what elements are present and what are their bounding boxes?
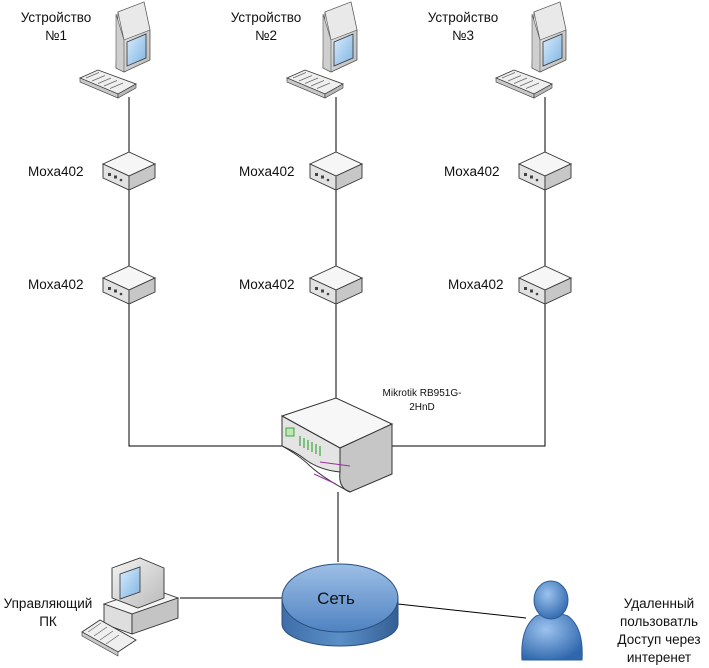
moxa-row-1: Moxa402 Moxa402 Moxa402 [28,151,572,191]
device-1-label-line1: Устройство [21,10,92,25]
remote-user-label-line1: Удаленный [624,596,694,611]
moxa-converter-icon [518,265,572,305]
moxa-label: Moxa402 [239,277,295,292]
control-pc-label-line1: Управляющий [4,596,93,611]
link-network-user [397,603,527,619]
device-2-label-line2: №2 [255,28,277,43]
remote-user-label-line3: Доступ через [617,632,700,647]
remote-user-label-line2: пользоватль [620,614,698,629]
network-cloud-icon [281,563,399,647]
device-3: Устройство №3 [428,1,567,99]
control-pc: Управляющий ПК [4,557,180,657]
moxa-label: Moxa402 [28,164,84,179]
moxa-converter-icon [518,151,572,191]
moxa-label: Moxa402 [444,164,500,179]
device-1-label-line2: №1 [45,28,67,43]
moxa-converter-icon [102,265,156,305]
router-label-line2: 2HnD [409,402,435,413]
connection-lines [128,97,546,619]
moxa-row-2: Moxa402 Moxa402 Moxa402 [28,265,572,305]
device-3-label-line2: №3 [452,28,474,43]
remote-user: Удаленный пользоватль Доступ через интер… [521,580,701,665]
router-icon [280,397,394,493]
router-label-line1: Mikrotik RB951G- [383,388,462,399]
desktop-pc-icon [81,557,180,657]
moxa-converter-icon [102,151,156,191]
moxa-label: Moxa402 [448,277,504,292]
moxa-label: Moxa402 [28,277,84,292]
moxa-label: Moxa402 [239,164,295,179]
moxa-converter-icon [309,265,363,305]
user-icon [521,580,583,661]
device-3-label-line1: Устройство [428,10,499,25]
link-column3-router [390,304,546,447]
device-2: Устройство №2 [231,1,358,99]
link-column1-router [128,304,282,447]
router: Mikrotik RB951G- 2HnD [280,388,462,493]
network: Сеть [281,563,399,647]
moxa-converter-icon [309,151,363,191]
device-1: Устройство №1 [21,1,151,99]
workstation-icon [495,1,567,99]
network-label: Сеть [317,589,355,608]
control-pc-label-line2: ПК [39,614,57,629]
device-2-label-line1: Устройство [231,10,302,25]
remote-user-label-line4: интеренет [627,650,691,665]
